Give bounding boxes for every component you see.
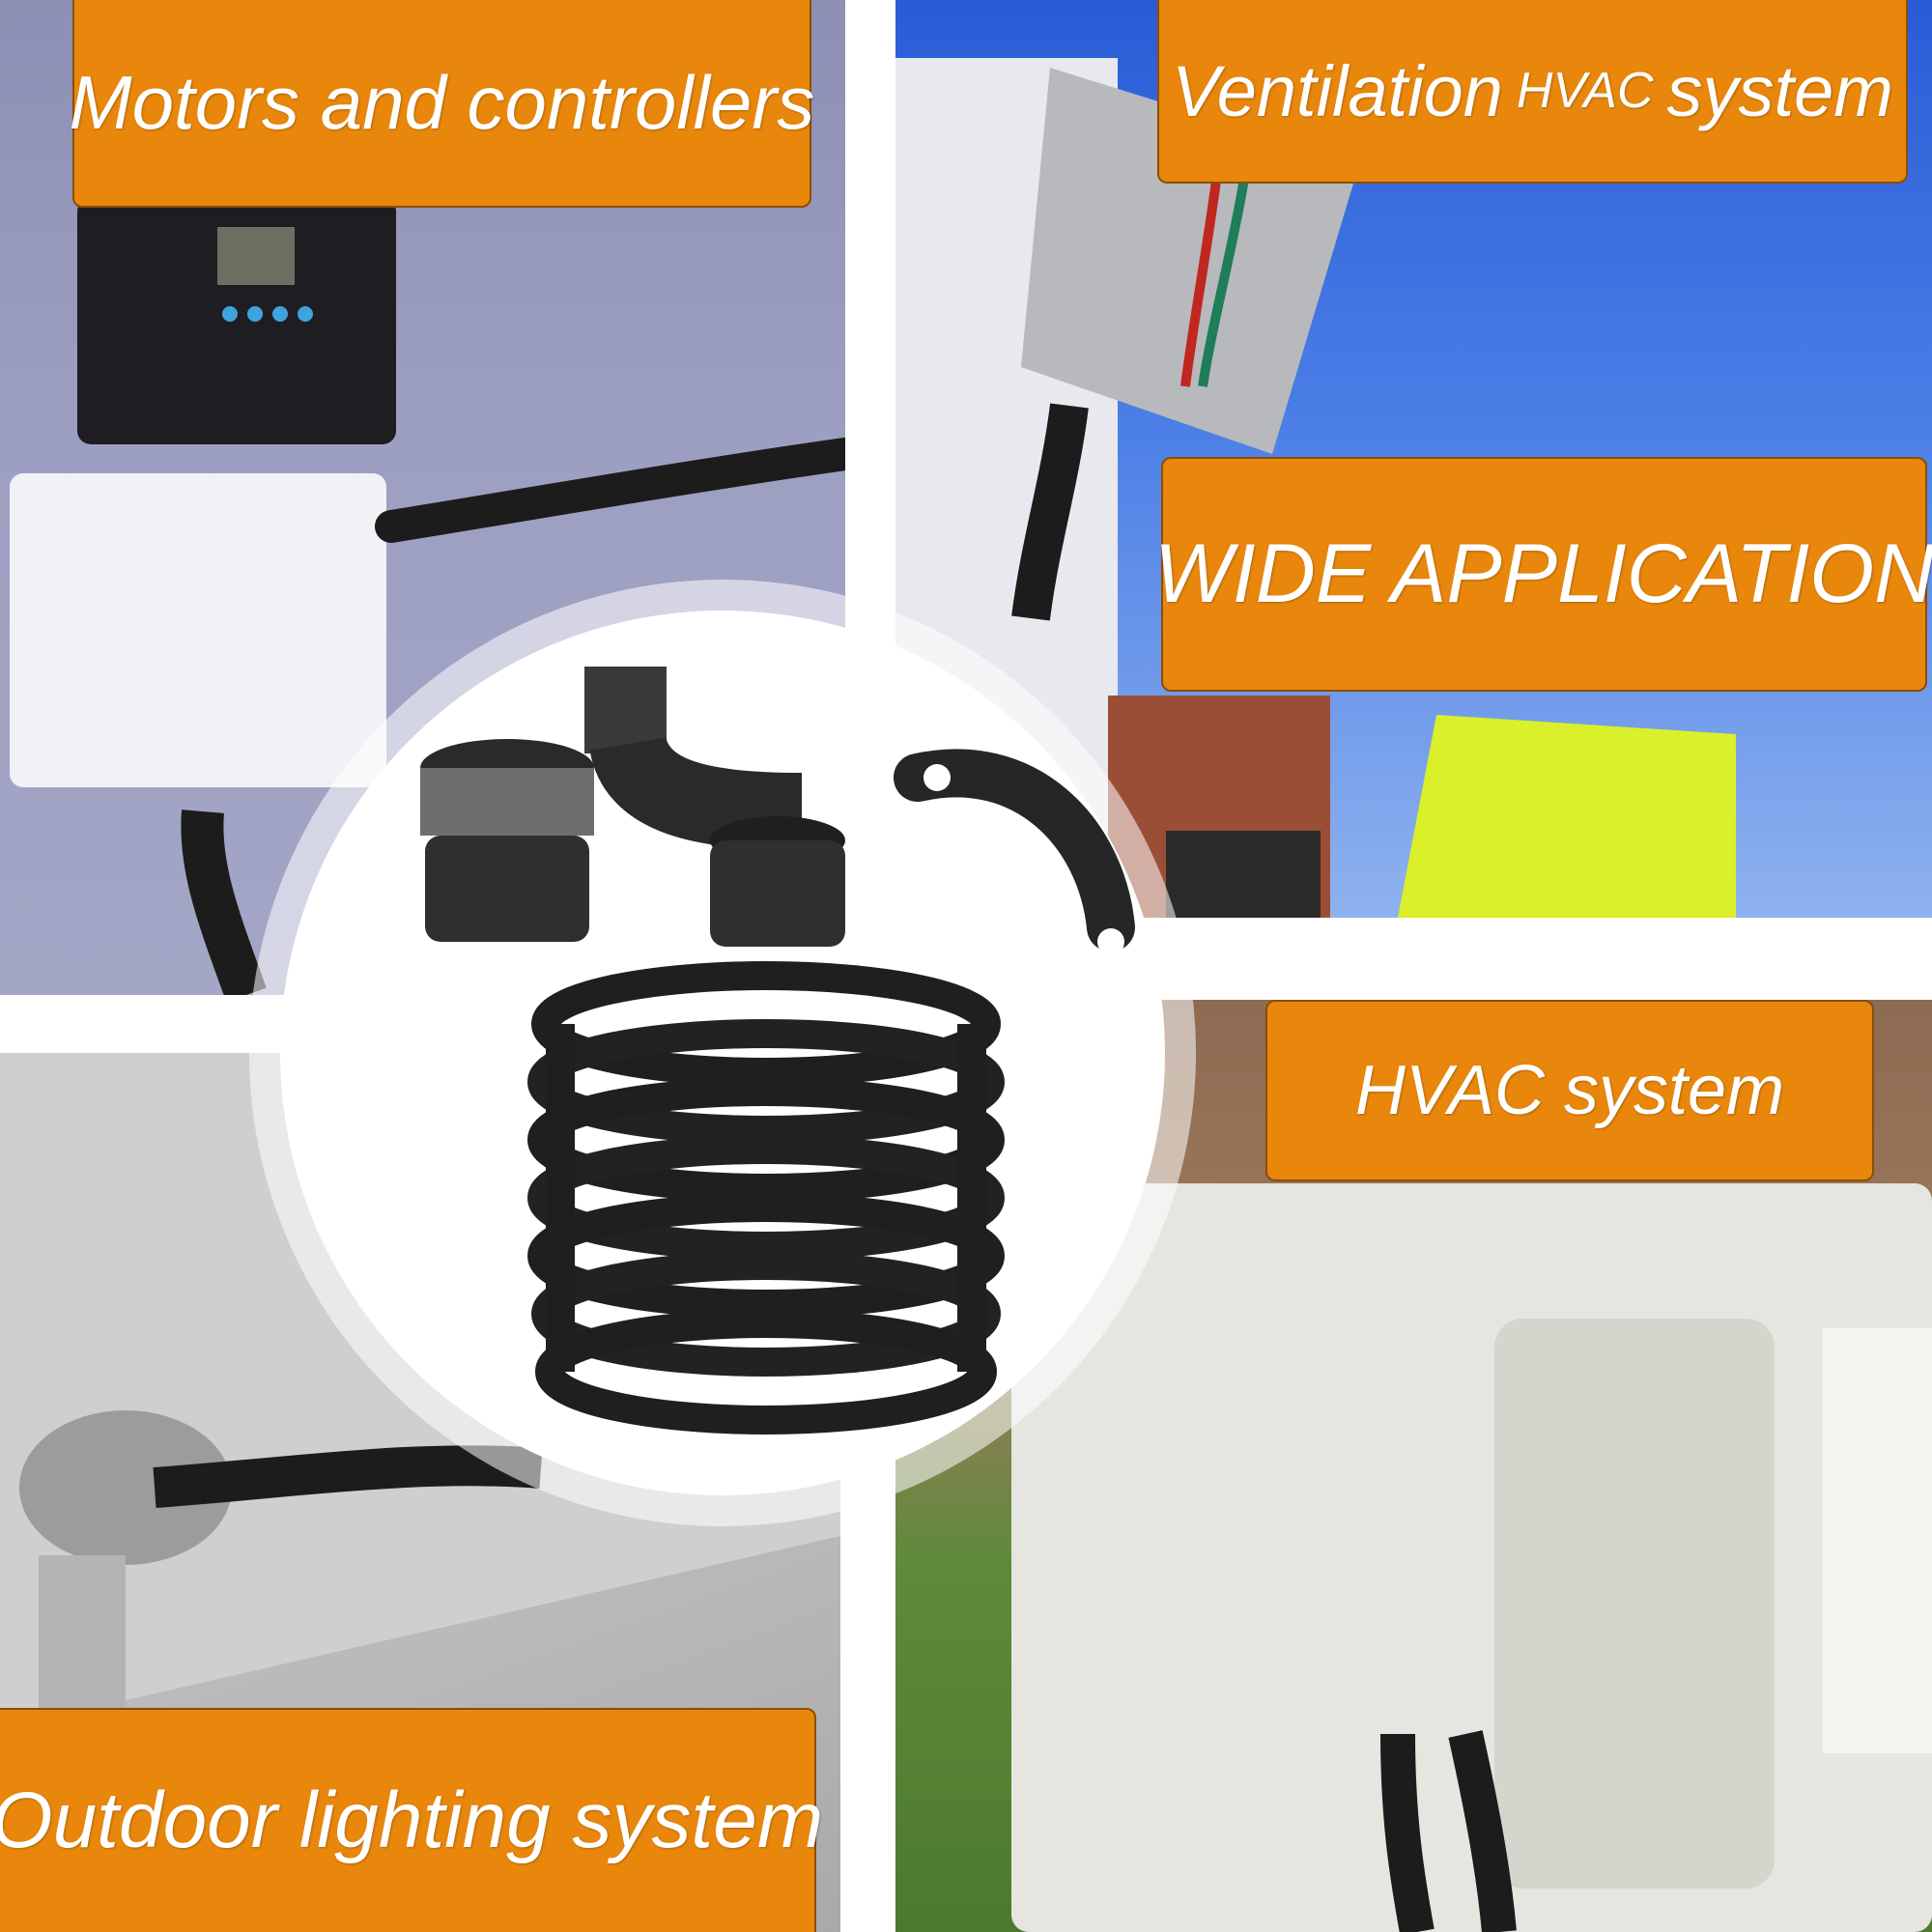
conduit (1380, 1733, 1435, 1932)
charge-controller (77, 198, 396, 444)
coiled-conduit (527, 961, 1005, 1435)
controller-button (298, 306, 313, 322)
clipboard (1166, 831, 1321, 918)
motors-scene (10, 198, 845, 995)
strap-hole (923, 764, 951, 791)
conduit (181, 810, 267, 995)
elbow-connector (589, 734, 803, 850)
light-fixture (19, 1410, 232, 1565)
safety-vest (1398, 715, 1736, 918)
label-system-word: system (1666, 50, 1893, 131)
controller-display (217, 227, 295, 285)
label-ventilation-hvac-system: Ventilation HVAC system (1157, 0, 1908, 184)
connector-body (425, 836, 589, 942)
hvac-scene (1011, 1183, 1932, 1932)
conduit (1448, 1730, 1517, 1932)
label-hvac-small: HVAC (1516, 63, 1654, 119)
elbow-connector-body (710, 840, 845, 947)
conduit (153, 1445, 543, 1508)
controller-button (247, 306, 263, 322)
label-hvac-system: HVAC system (1265, 1000, 1874, 1181)
label-motors-and-controllers: Motors and controllers (70, 0, 814, 208)
pipe-strap (894, 749, 1135, 952)
ac-spec-label (1823, 1328, 1932, 1753)
connector-nut (420, 768, 594, 836)
strap-hole (1097, 928, 1124, 955)
label-ventilation-word: Ventilation (1172, 50, 1503, 131)
conduit (1011, 403, 1089, 621)
label-wide-application: WIDE APPLICATION (1154, 457, 1932, 692)
junction-box (10, 473, 386, 787)
elbow-connector-thread (584, 667, 667, 753)
controller-button (222, 306, 238, 322)
conduit (375, 438, 845, 543)
label-outdoor-lighting-system: Outdoor lighting system (0, 1708, 823, 1932)
controller-button (272, 306, 288, 322)
ac-service-cover (1494, 1319, 1775, 1889)
